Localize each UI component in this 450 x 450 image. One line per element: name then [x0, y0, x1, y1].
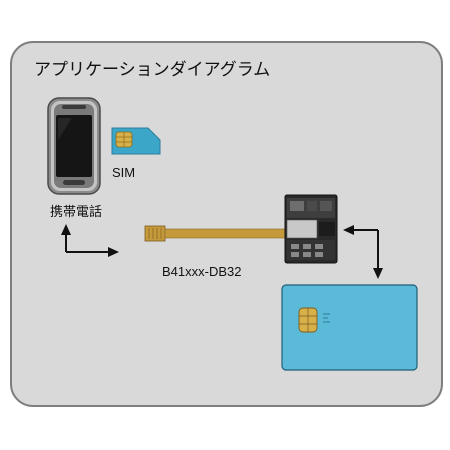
- cable-label: B41xxx-DB32: [162, 264, 241, 279]
- mobile-phone-icon: [47, 97, 101, 195]
- flex-cable-icon: [144, 225, 286, 242]
- arrow-module-to-card: [343, 225, 383, 279]
- diagram-title: アプリケーションダイアグラム: [34, 60, 270, 80]
- sim-label: SIM: [112, 165, 135, 180]
- mobile-phone-label: 携帯電話: [50, 204, 102, 220]
- sim-card-icon: [111, 127, 161, 155]
- arrow-phone-to-cable: [61, 224, 119, 257]
- smart-card-icon: [281, 284, 418, 371]
- card-reader-module-icon: [284, 194, 338, 264]
